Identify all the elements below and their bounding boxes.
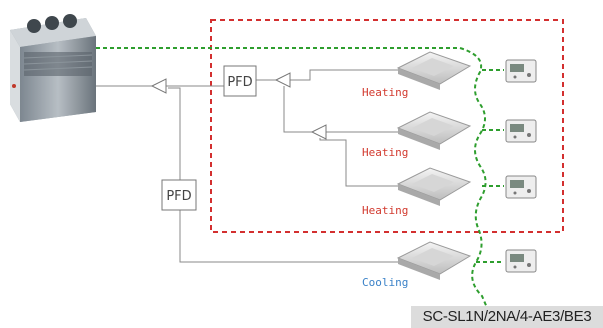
pfd-box-branch: PFD xyxy=(161,179,197,211)
remote-controller-2 xyxy=(505,119,537,143)
remote-controller-4 xyxy=(505,249,537,273)
pfd-main-label: PFD xyxy=(227,75,252,90)
model-caption: SC-SL1N/2NA/4-AE3/BE3 xyxy=(411,306,603,328)
outdoor-unit xyxy=(10,14,96,122)
remote-controller-1 xyxy=(505,59,537,83)
signal-wiring xyxy=(96,47,504,311)
remote-controller-3 xyxy=(505,175,537,199)
indoor-unit-2 xyxy=(396,111,472,150)
mode-label-unit-2: Heating xyxy=(362,146,408,159)
refrigerant-piping xyxy=(96,69,410,263)
mode-label-unit-1: Heating xyxy=(362,86,408,99)
branch-joint-main xyxy=(150,78,167,94)
mode-label-unit-4: Cooling xyxy=(362,276,408,289)
branch-joint-upper xyxy=(274,72,291,88)
pfd-box-main: PFD xyxy=(223,65,257,97)
mode-label-unit-3: Heating xyxy=(362,204,408,217)
indoor-unit-3 xyxy=(396,167,472,206)
pfd-branch-label: PFD xyxy=(166,189,191,204)
indoor-unit-1 xyxy=(396,51,472,90)
indoor-unit-4 xyxy=(396,241,472,280)
heating-zone-border xyxy=(210,19,564,233)
branch-joint-lower xyxy=(310,124,327,140)
